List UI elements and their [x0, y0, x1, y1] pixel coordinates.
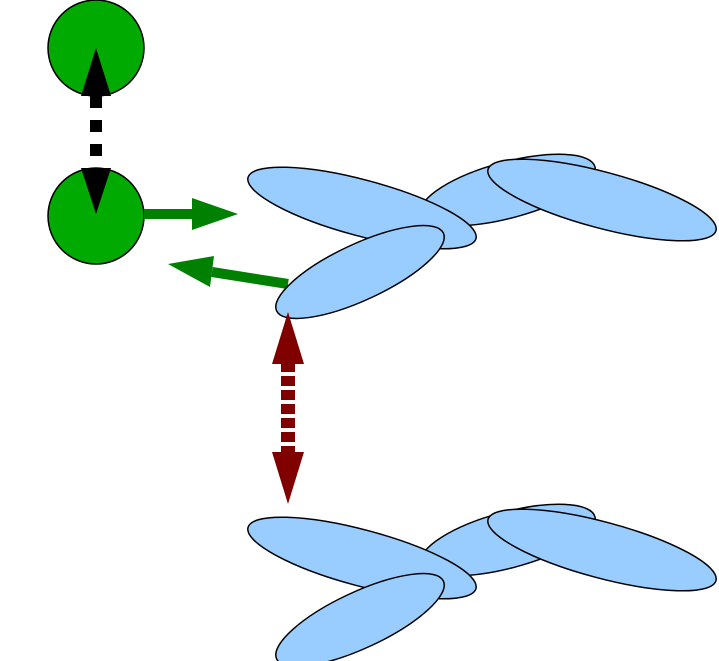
black-arrowhead-down — [81, 168, 111, 214]
black-arrowhead-up — [81, 48, 111, 96]
blue-ellipse — [487, 158, 717, 242]
ellipse-cluster-upper — [247, 153, 717, 320]
blue-ellipse — [275, 572, 445, 661]
ellipse-cluster-lower — [247, 503, 717, 661]
green-arrow-right — [144, 198, 238, 230]
dark-red-dashed-double-arrow — [272, 312, 304, 504]
black-dashed-double-arrow — [81, 48, 111, 214]
red-arrowhead-down — [272, 452, 304, 504]
blue-ellipse — [275, 224, 445, 320]
green-arrow-left — [168, 256, 289, 289]
red-arrowhead-up — [272, 312, 304, 364]
blue-ellipse — [487, 508, 717, 592]
